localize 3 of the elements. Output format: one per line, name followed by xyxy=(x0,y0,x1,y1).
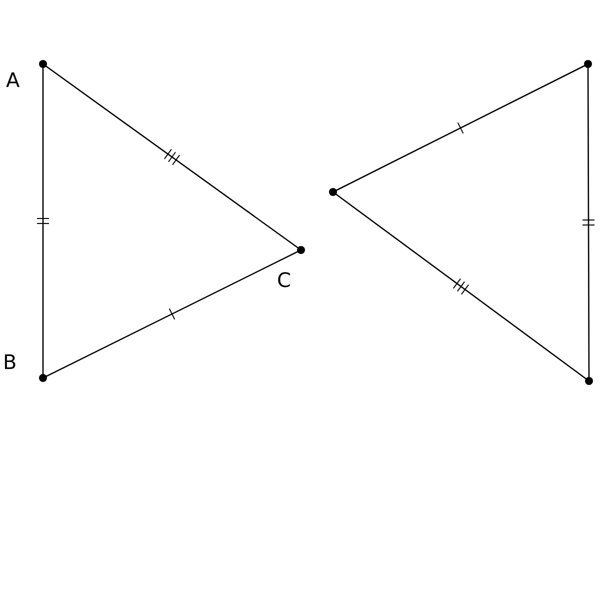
vertex-label: B xyxy=(3,352,17,372)
vertex-label: A xyxy=(6,70,20,90)
vertex-label: C xyxy=(277,270,291,290)
